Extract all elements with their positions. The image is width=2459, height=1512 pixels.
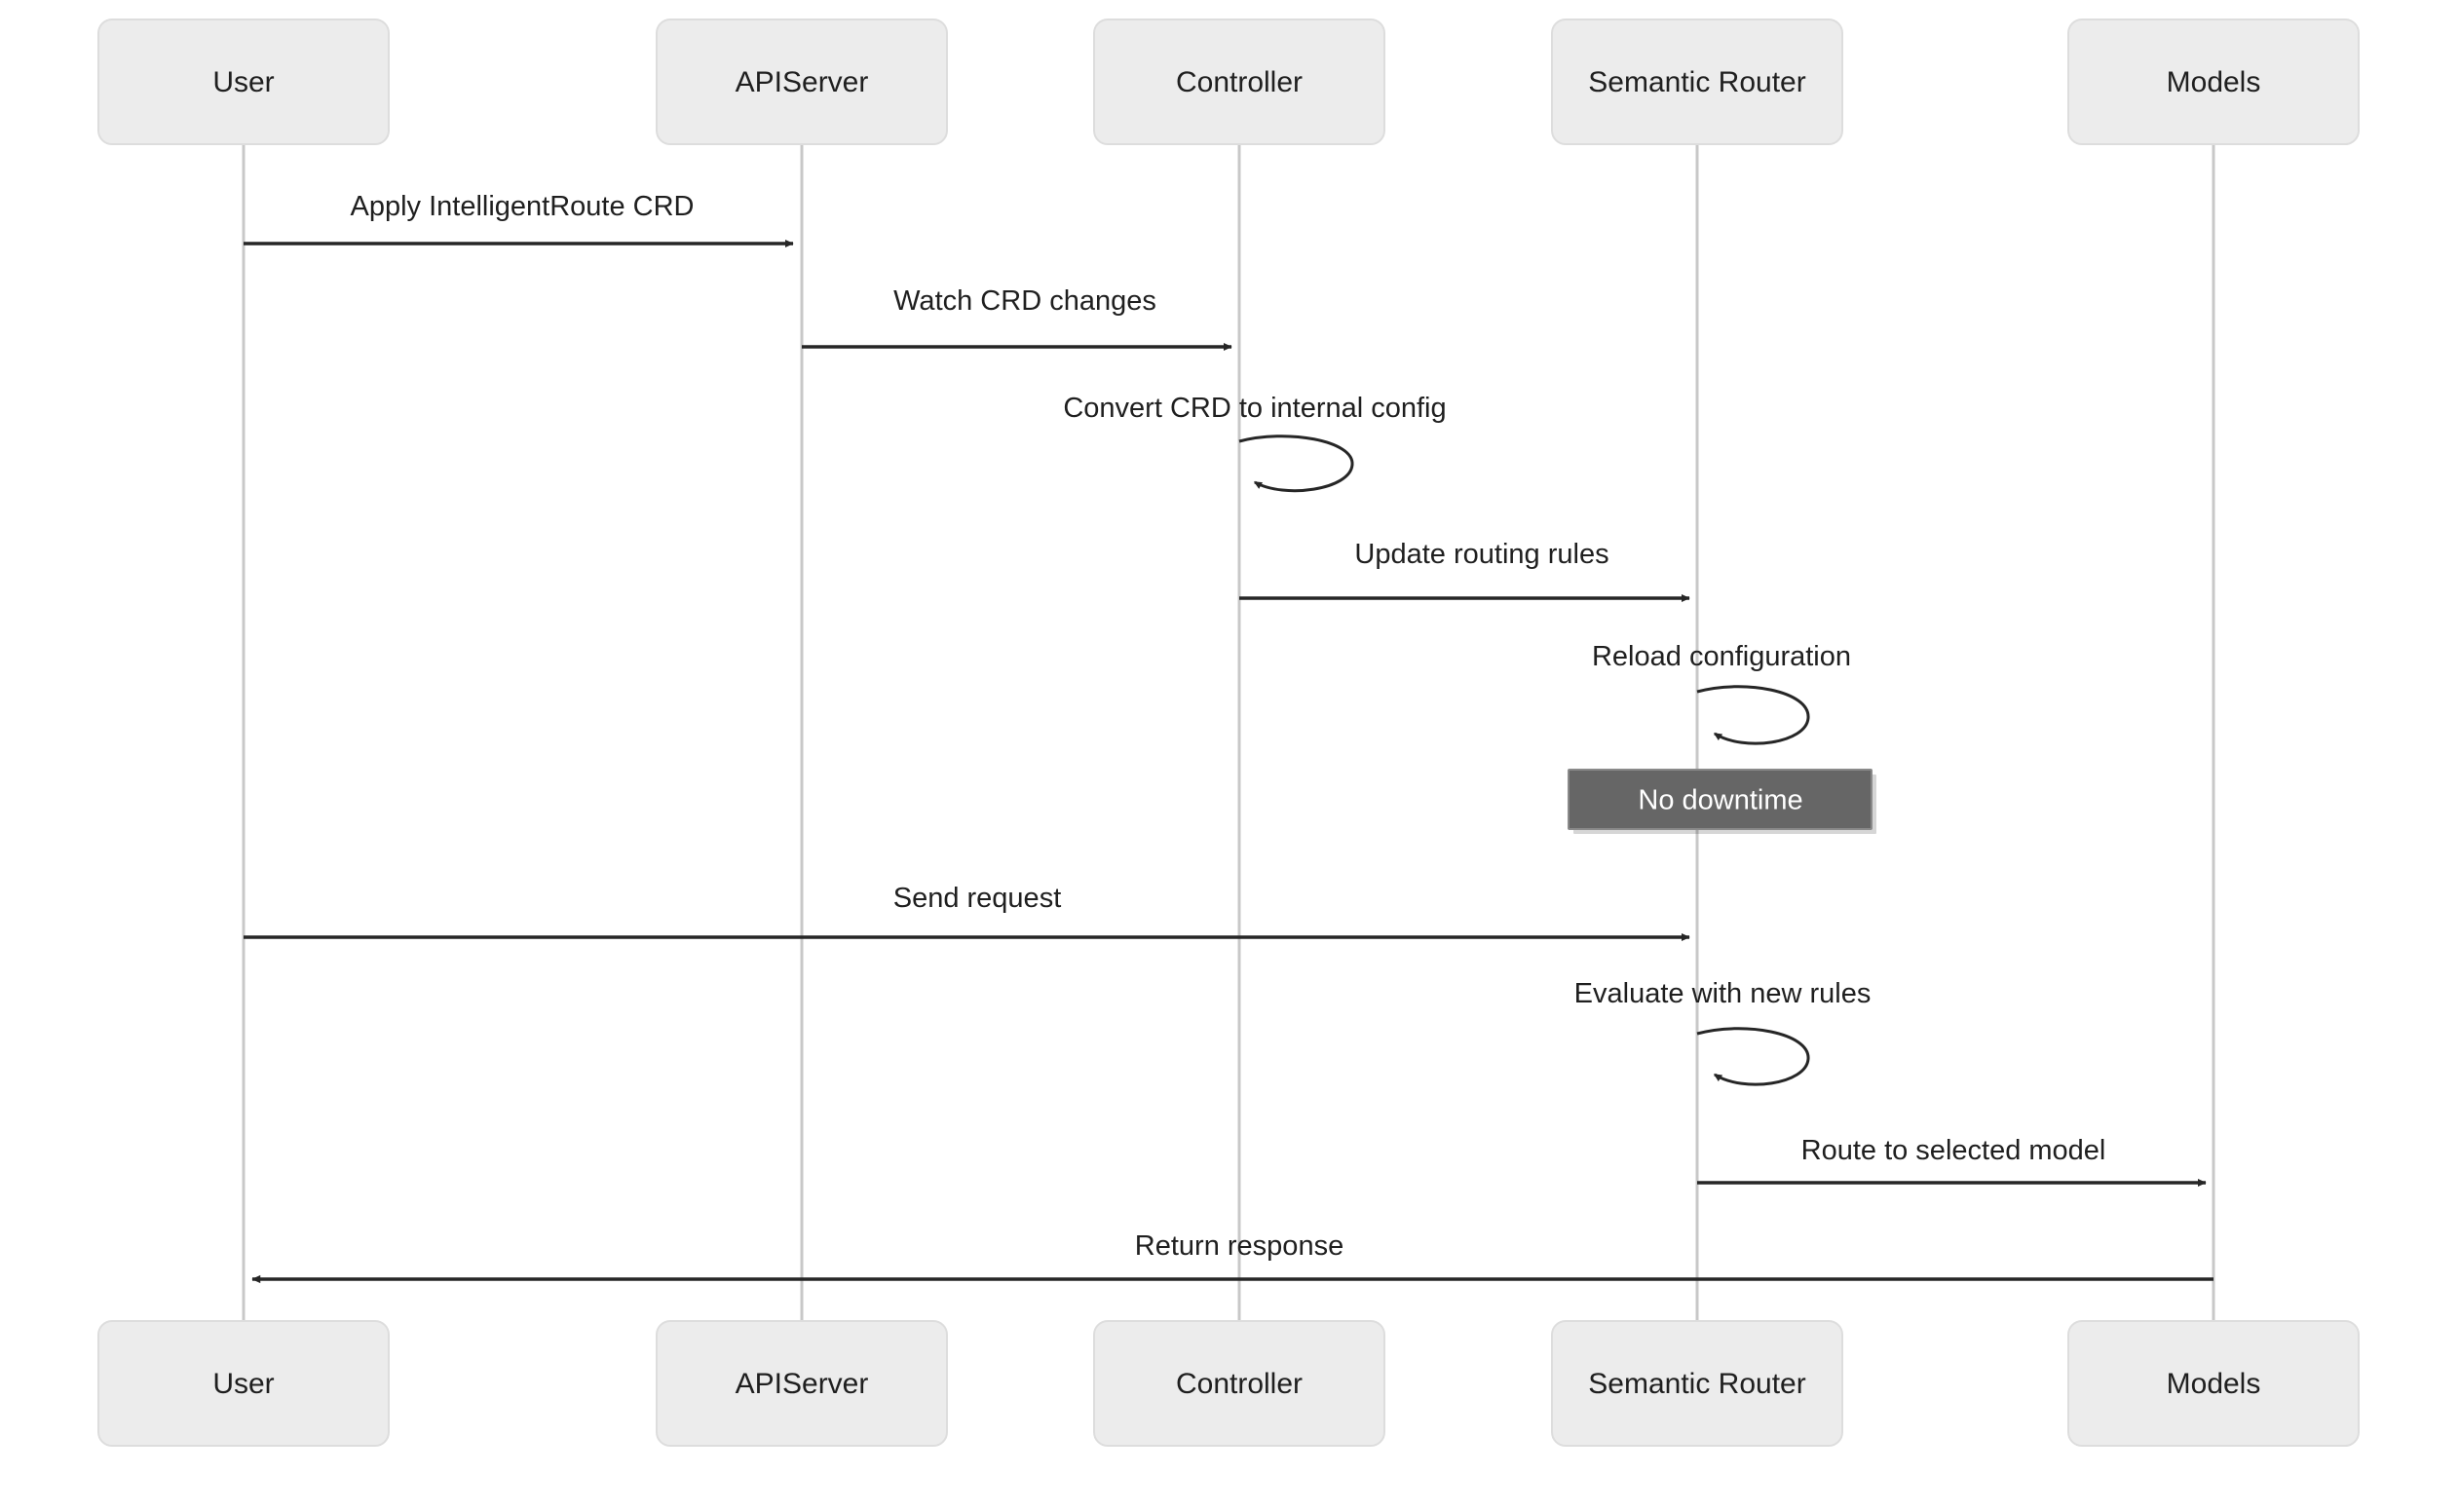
message-update-routing-rules[interactable]: Update routing rules <box>1239 539 1690 603</box>
participant-user-bottom[interactable]: User <box>97 1320 390 1447</box>
message-1-label: Apply IntelligentRoute CRD <box>350 191 694 222</box>
participant-models-top[interactable]: Models <box>2067 19 2360 145</box>
participant-semantic-router-top[interactable]: Semantic Router <box>1551 19 1843 145</box>
participant-user-top-label: User <box>212 66 274 98</box>
participant-models-bottom[interactable]: Models <box>2067 1320 2360 1447</box>
participant-controller-top-label: Controller <box>1176 66 1303 98</box>
participant-user-top[interactable]: User <box>97 19 390 145</box>
message-send-request[interactable]: Send request <box>244 883 1690 942</box>
message-7-label: Evaluate with new rules <box>1574 978 1872 1009</box>
message-5-label: Reload configuration <box>1592 641 1851 672</box>
note-no-downtime-box <box>1568 769 1873 830</box>
participant-controller-top[interactable]: Controller <box>1093 19 1385 145</box>
participant-apiserver-bottom-label: APIServer <box>736 1368 869 1400</box>
message-2-label: Watch CRD changes <box>893 285 1156 317</box>
message-return-response[interactable]: Return response <box>251 1230 2213 1284</box>
message-7-self-loop <box>1696 1027 1810 1086</box>
message-6-label: Send request <box>893 883 1062 914</box>
message-apply-intelligentroute-crd[interactable]: Apply IntelligentRoute CRD <box>244 191 794 248</box>
message-route-to-selected-model[interactable]: Route to selected model <box>1697 1135 2207 1188</box>
participant-semantic-router-bottom[interactable]: Semantic Router <box>1551 1320 1843 1447</box>
note-no-downtime[interactable]: No downtime <box>1568 769 1876 834</box>
message-evaluate-with-new-rules[interactable]: Evaluate with new rules <box>1574 978 1872 1086</box>
participant-apiserver-top[interactable]: APIServer <box>656 19 948 145</box>
message-watch-crd-changes[interactable]: Watch CRD changes <box>802 285 1232 352</box>
message-4-label: Update routing rules <box>1354 539 1608 570</box>
participant-user-bottom-label: User <box>212 1368 274 1400</box>
participant-models-bottom-label: Models <box>2167 1368 2261 1400</box>
message-convert-crd-to-internal-config[interactable]: Convert CRD to internal config <box>1063 393 1447 493</box>
lifelines <box>242 144 2215 1321</box>
participant-semantic-router-bottom-label: Semantic Router <box>1588 1368 1805 1400</box>
message-9-label: Return response <box>1135 1230 1343 1262</box>
participant-models-top-label: Models <box>2167 66 2261 98</box>
participant-semantic-router-top-label: Semantic Router <box>1588 66 1805 98</box>
participant-apiserver-bottom[interactable]: APIServer <box>656 1320 948 1447</box>
message-3-self-loop <box>1238 435 1354 493</box>
message-3-label: Convert CRD to internal config <box>1063 393 1446 424</box>
participant-controller-bottom[interactable]: Controller <box>1093 1320 1385 1447</box>
message-reload-configuration[interactable]: Reload configuration <box>1592 641 1851 745</box>
participant-apiserver-top-label: APIServer <box>736 66 869 98</box>
message-5-self-loop <box>1696 685 1810 745</box>
participant-controller-bottom-label: Controller <box>1176 1368 1303 1400</box>
message-8-label: Route to selected model <box>1801 1135 2106 1166</box>
note-no-downtime-label: No downtime <box>1638 785 1802 816</box>
